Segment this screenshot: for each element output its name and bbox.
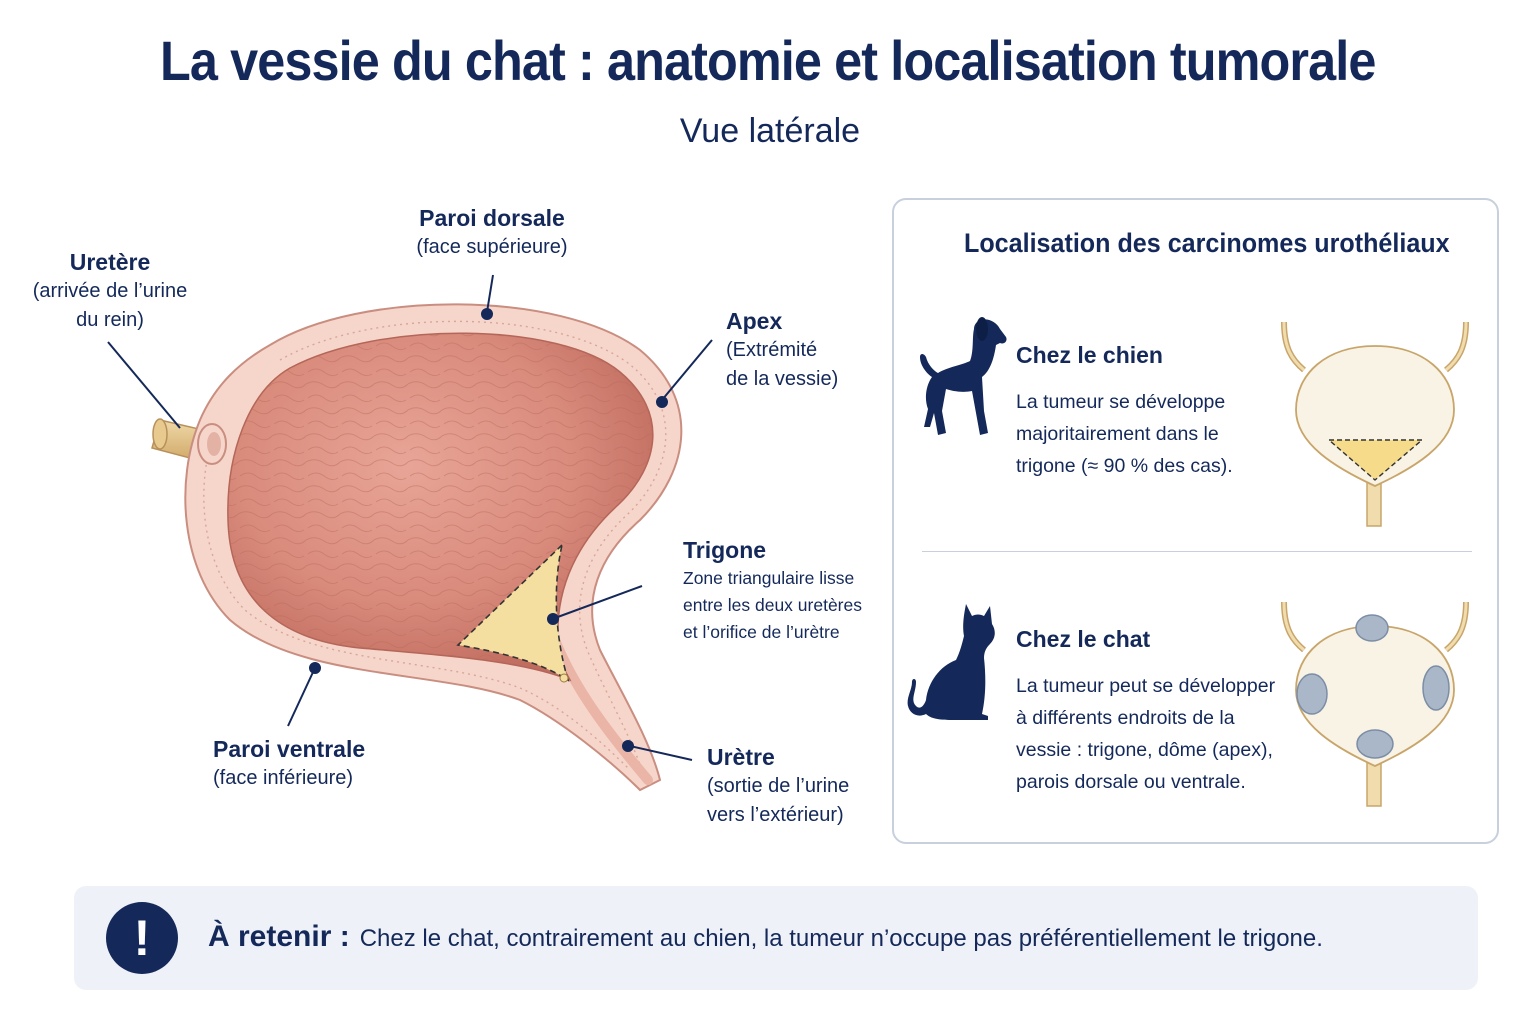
cat-tumor-apex: [1355, 614, 1389, 642]
cat-bladder-schematic: [1281, 601, 1469, 807]
dog-icon: [920, 317, 1007, 435]
bladder-anatomy-illustration: [107, 274, 713, 792]
label-uretre: Urètre (sortie de l’urine vers l’extérie…: [707, 744, 850, 826]
label-uretere: Uretère (arrivée de l’urine du rein): [32, 249, 188, 331]
cat-tumor-left-wall: [1296, 673, 1328, 715]
cat-tumor-right-wall: [1422, 665, 1450, 711]
dog-heading: Chez le chien: [1016, 342, 1163, 368]
page-title: La vessie du chat : anatomie et localisa…: [160, 29, 1376, 92]
panel-title: Localisation des carcinomes urothéliaux: [963, 228, 1450, 258]
label-apex: Apex (Extrémité de la vessie): [726, 308, 839, 390]
cat-tumor-trigone: [1356, 729, 1394, 759]
cat-heading: Chez le chat: [1016, 626, 1151, 652]
leader-lines: [107, 274, 713, 761]
dog-bladder-schematic: [1281, 321, 1469, 527]
label-paroi-dorsale: Paroi dorsale (face supérieure): [416, 205, 568, 258]
panel-divider: [922, 551, 1472, 552]
dog-trigone-tumor: [1327, 439, 1424, 481]
callout-body: Chez le chat, contrairement au chien, la…: [359, 925, 1323, 952]
cat-icon: [907, 604, 995, 720]
dog-description: La tumeur se développe majoritairement d…: [1016, 391, 1233, 477]
callout-label: À retenir :: [208, 920, 350, 953]
page-subtitle: Vue latérale: [679, 112, 861, 150]
key-takeaway-callout: ! À retenir : Chez le chat, contrairement…: [74, 886, 1478, 990]
label-paroi-ventrale: Paroi ventrale (face inférieure): [213, 736, 366, 789]
exclamation-icon: !: [106, 902, 178, 974]
callout-text: À retenir : Chez le chat, contrairement a…: [208, 920, 1323, 954]
label-trigone: Trigone Zone triangulaire lisse entre le…: [683, 537, 862, 642]
cat-description: La tumeur peut se développer à différent…: [1016, 675, 1276, 793]
tumor-location-panel: Localisation des carcinomes urothéliaux …: [892, 198, 1499, 844]
